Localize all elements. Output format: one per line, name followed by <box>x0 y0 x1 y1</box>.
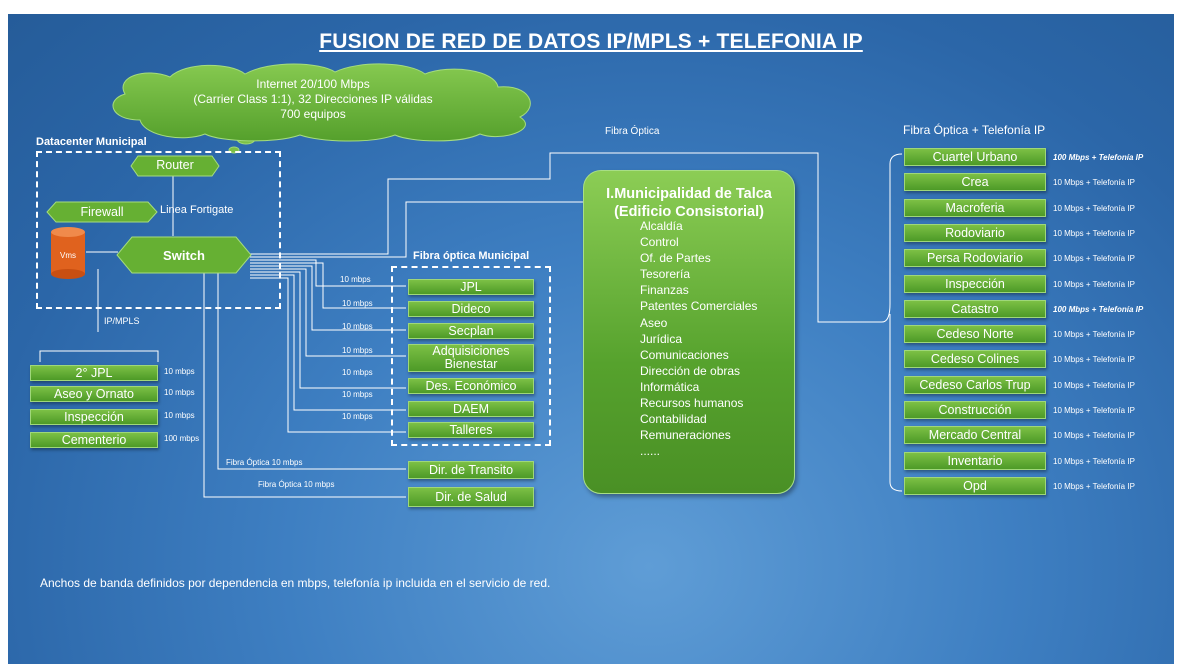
fm-item-dideco: Dideco <box>408 301 534 317</box>
municipalidad-title-2: (Edificio Consistorial) <box>614 204 764 220</box>
fm-bw-jpl: 10 mbps <box>340 275 371 284</box>
fm-item-secplan: Secplan <box>408 323 534 339</box>
fm-bw-talleres: 10 mbps <box>342 412 373 421</box>
fibra-telefonia-bandwidth: 10 Mbps + Telefonía IP <box>1053 406 1135 415</box>
fm-item-des-economico: Des. Económico <box>408 378 534 394</box>
firewall-shape <box>46 201 158 223</box>
fibra-telefonia-item: Cuartel Urbano <box>904 148 1046 166</box>
fibra-telefonia-item: Crea <box>904 173 1046 191</box>
municipalidad-department: Of. de Partes <box>640 251 711 266</box>
municipalidad-department: Tesorería <box>640 267 691 282</box>
fibra-telefonia-item: Cedeso Norte <box>904 325 1046 343</box>
internet-cloud <box>112 63 531 142</box>
fibra-telefonia-bandwidth: 10 Mbps + Telefonía IP <box>1053 457 1135 466</box>
fibra-telefonia-bandwidth: 100 Mbps + Telefonía IP <box>1053 153 1144 162</box>
ipmpls-bw-aseo: 10 mbps <box>164 388 195 397</box>
fibra-telefonia-bandwidth: 10 Mbps + Telefonía IP <box>1053 482 1135 491</box>
ipmpls-bw-inspeccion: 10 mbps <box>164 411 195 420</box>
municipalidad-department: Control <box>640 235 679 250</box>
linea-fortigate-label: Linea Fortigate <box>160 204 234 216</box>
footer-note: Anchos de banda definidos por dependenci… <box>40 576 551 590</box>
fibra-telefonia-bandwidth: 10 Mbps + Telefonía IP <box>1053 229 1135 238</box>
fm-item-daem: DAEM <box>408 401 534 417</box>
fibra-telefonia-item: Catastro <box>904 300 1046 318</box>
fibra-telefonia-bandwidth: 10 Mbps + Telefonía IP <box>1053 330 1135 339</box>
fibra-telefonia-item: Mercado Central <box>904 426 1046 444</box>
router-label: Router <box>156 158 194 172</box>
ipmpls-item-inspeccion: Inspección <box>30 409 158 425</box>
cloud-label: Internet 20/100 Mbps (Carrier Class 1:1)… <box>148 77 478 122</box>
vms-cylinder <box>51 227 85 279</box>
fibra-telefonia-bandwidth: 10 Mbps + Telefonía IP <box>1053 204 1135 213</box>
fibra-municipal-label: Fibra óptica Municipal <box>413 250 530 262</box>
fibra-telefonia-item: Inventario <box>904 452 1046 470</box>
fm-item-adquisiciones: Adquisiciones Bienestar <box>408 344 534 372</box>
salud-bw: Fibra Óptica 10 mbps <box>258 480 335 489</box>
municipalidad-box: I.Municipalidad de Talca (Edificio Consi… <box>583 170 795 494</box>
datacenter-box <box>36 151 281 309</box>
municipalidad-department: ...... <box>640 444 661 459</box>
fibra-telefonia-item: Inspección <box>904 275 1046 293</box>
fm-bw-daem: 10 mbps <box>342 390 373 399</box>
fm-bw-adquisiciones: 10 mbps <box>342 346 373 355</box>
fm-item-jpl: JPL <box>408 279 534 295</box>
municipalidad-department: Finanzas <box>640 283 689 298</box>
municipalidad-department: Remuneraciones <box>640 428 731 443</box>
fibra-telefonia-item: Cedeso Colines <box>904 350 1046 368</box>
fibra-telefonia-item: Cedeso Carlos Trup <box>904 376 1046 394</box>
cloud-line-2: (Carrier Class 1:1), 32 Direcciones IP v… <box>193 92 433 106</box>
fibra-telefonia-label: Fibra Óptica + Telefonía IP <box>903 123 1046 137</box>
ipmpls-bw-cementerio: 100 mbps <box>164 434 200 443</box>
fibra-telefonia-item: Persa Rodoviario <box>904 249 1046 267</box>
fibra-telefonia-item: Macroferia <box>904 199 1046 217</box>
fibra-telefonia-item: Construcción <box>904 401 1046 419</box>
fm-bw-des-economico: 10 mbps <box>342 368 373 377</box>
cloud-line-3: 700 equipos <box>280 107 346 121</box>
municipalidad-title: I.Municipalidad de Talca (Edificio Consi… <box>584 185 794 221</box>
fibra-optica-label: Fibra Óptica <box>605 126 660 137</box>
dir-salud: Dir. de Salud <box>408 487 534 507</box>
router-shape <box>130 155 220 177</box>
fibra-telefonia-bandwidth: 100 Mbps + Telefonía IP <box>1053 305 1144 314</box>
vms-label: Vms <box>60 251 76 260</box>
diagram-canvas: FUSION DE RED DE DATOS IP/MPLS + TELEFON… <box>8 14 1174 664</box>
switch-shape <box>116 236 252 274</box>
fibra-telefonia-item: Rodoviario <box>904 224 1046 242</box>
firewall-label: Firewall <box>80 205 124 219</box>
fm-bw-dideco: 10 mbps <box>342 299 373 308</box>
ipmpls-label: IP/MPLS <box>104 316 140 326</box>
datacenter-label: Datacenter Municipal <box>36 136 147 148</box>
fibra-telefonia-bandwidth: 10 Mbps + Telefonía IP <box>1053 381 1135 390</box>
ipmpls-item-aseo: Aseo y Ornato <box>30 386 158 402</box>
municipalidad-department: Informática <box>640 379 700 394</box>
transito-bw: Fibra Óptica 10 mbps <box>226 458 303 467</box>
fibra-telefonia-bandwidth: 10 Mbps + Telefonía IP <box>1053 355 1135 364</box>
municipalidad-department: Alcaldía <box>640 219 683 233</box>
fibra-telefonia-bandwidth: 10 Mbps + Telefonía IP <box>1053 280 1135 289</box>
municipalidad-title-1: I.Municipalidad de Talca <box>606 186 772 202</box>
dir-transito: Dir. de Transito <box>408 461 534 479</box>
connection-lines <box>39 133 903 498</box>
municipalidad-department: Patentes Comerciales <box>640 299 758 314</box>
municipalidad-department: Recursos humanos <box>640 396 744 411</box>
fm-item-talleres: Talleres <box>408 422 534 438</box>
municipalidad-department: Jurídica <box>640 331 683 346</box>
ipmpls-item-cementerio: Cementerio <box>30 432 158 448</box>
fibra-telefonia-bandwidth: 10 Mbps + Telefonía IP <box>1053 178 1135 187</box>
fibra-telefonia-bandwidth: 10 Mbps + Telefonía IP <box>1053 254 1135 263</box>
switch-label: Switch <box>163 248 205 263</box>
ipmpls-bw-2jpl: 10 mbps <box>164 367 195 376</box>
municipalidad-department: Contabilidad <box>640 412 707 427</box>
ipmpls-item-2jpl: 2° JPL <box>30 365 158 381</box>
diagram-title: FUSION DE RED DE DATOS IP/MPLS + TELEFON… <box>319 30 863 53</box>
cloud-line-1: Internet 20/100 Mbps <box>256 77 370 91</box>
fm-bw-secplan: 10 mbps <box>342 322 373 331</box>
fibra-telefonia-item: Opd <box>904 477 1046 495</box>
municipalidad-department: Aseo <box>640 315 668 330</box>
fibra-municipal-box <box>391 266 551 446</box>
municipalidad-department: Dirección de obras <box>640 363 741 378</box>
municipalidad-department: Comunicaciones <box>640 347 729 362</box>
fibra-telefonia-bandwidth: 10 Mbps + Telefonía IP <box>1053 431 1135 440</box>
